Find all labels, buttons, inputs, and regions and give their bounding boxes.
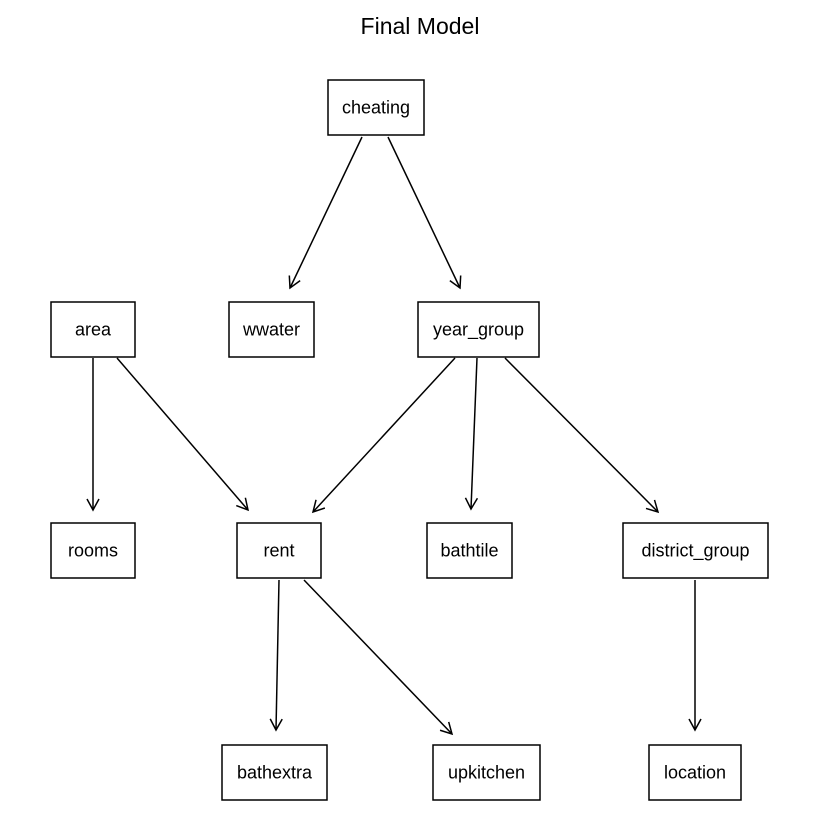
edge-cheating-to-wwater: [288, 136, 363, 290]
diagram-title: Final Model: [361, 13, 480, 39]
node-box-year-group: [417, 301, 540, 358]
node-label-rooms: rooms: [68, 541, 118, 561]
node-label-area: area: [75, 320, 112, 340]
edge-area-to-rent: [116, 357, 250, 512]
node-label-year-group: year_group: [433, 320, 524, 341]
node-wwater: wwater: [228, 301, 315, 358]
node-rooms: rooms: [50, 522, 136, 579]
node-area: area: [50, 301, 136, 358]
edge-year-group-to-rent: [311, 357, 456, 514]
node-bathtile: bathtile: [426, 522, 513, 579]
node-label-bathextra: bathextra: [237, 763, 313, 783]
node-label-cheating: cheating: [342, 98, 410, 118]
node-cheating: cheating: [327, 79, 425, 136]
node-bathextra: bathextra: [221, 744, 328, 801]
node-label-bathtile: bathtile: [440, 541, 498, 561]
node-upkitchen: upkitchen: [432, 744, 541, 801]
node-box-location: [648, 744, 742, 801]
edge-rent-to-bathextra: [269, 579, 283, 732]
node-box-district-group: [622, 522, 769, 579]
edge-year-group-to-district-group: [504, 357, 660, 514]
node-label-district-group: district_group: [641, 541, 749, 562]
edge-cheating-to-year-group: [387, 136, 462, 290]
node-label-rent: rent: [263, 541, 294, 561]
node-box-rent: [236, 522, 322, 579]
node-box-wwater: [228, 301, 315, 358]
node-label-wwater: wwater: [242, 320, 300, 340]
node-box-area: [50, 301, 136, 358]
node-box-bathtile: [426, 522, 513, 579]
node-rent: rent: [236, 522, 322, 579]
edge-rent-to-upkitchen: [303, 579, 454, 736]
node-label-location: location: [664, 763, 726, 783]
node-label-upkitchen: upkitchen: [448, 763, 525, 783]
node-year-group: year_group: [417, 301, 540, 358]
node-box-rooms: [50, 522, 136, 579]
node-box-upkitchen: [432, 744, 541, 801]
node-location: location: [648, 744, 742, 801]
node-box-cheating: [327, 79, 425, 136]
node-district-group: district_group: [622, 522, 769, 579]
edge-year-group-to-bathtile: [464, 357, 479, 511]
node-box-bathextra: [221, 744, 328, 801]
edges-layer: [86, 136, 702, 736]
